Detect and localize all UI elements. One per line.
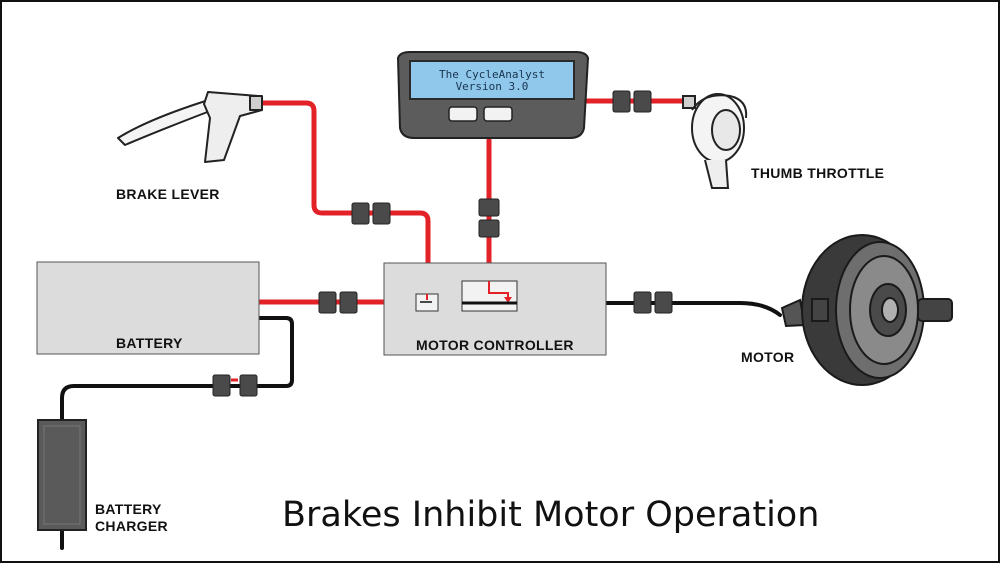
connector-display-line: [478, 198, 500, 238]
controller-throttle-input: [461, 280, 518, 312]
motor-controller-label: MOTOR CONTROLLER: [416, 337, 574, 353]
display-left-button: [448, 106, 478, 122]
display-line-2: Version 3.0: [455, 80, 529, 93]
motor-label: MOTOR: [741, 349, 795, 365]
battery-charger-label-line2: CHARGER: [95, 518, 168, 534]
charger-wire: [60, 316, 294, 422]
battery-charger-label-line1: BATTERY: [95, 501, 162, 517]
battery-charger-icon: [37, 419, 87, 531]
power-wires: [60, 301, 782, 550]
connectors: [212, 90, 673, 397]
lcd-screen: [409, 60, 575, 100]
battery-label: BATTERY: [116, 335, 183, 351]
connector-charger-line: [212, 374, 258, 397]
connector-motor-line: [633, 291, 673, 314]
motor-phase-wire: [436, 301, 782, 317]
display-right-button: [483, 106, 513, 122]
controller-brake-switch: [415, 293, 439, 312]
brake-lever-icon: [117, 91, 263, 163]
connector-brake-line: [351, 202, 391, 225]
cycle-analyst-display-icon: [396, 51, 590, 139]
brake-lever-label: BRAKE LEVER: [116, 186, 220, 202]
hub-motor-icon: [780, 234, 953, 386]
battery-box: [36, 261, 260, 355]
thumb-throttle-label: THUMB THROTTLE: [751, 165, 885, 181]
display-line-1: The CycleAnalyst: [439, 68, 545, 81]
connector-throttle-line: [612, 90, 652, 113]
brake-wire: [259, 100, 431, 298]
diagram-title: Brakes Inhibit Motor Operation: [282, 495, 820, 535]
connector-battery-line: [318, 291, 358, 314]
thumb-throttle-icon: [682, 93, 748, 189]
